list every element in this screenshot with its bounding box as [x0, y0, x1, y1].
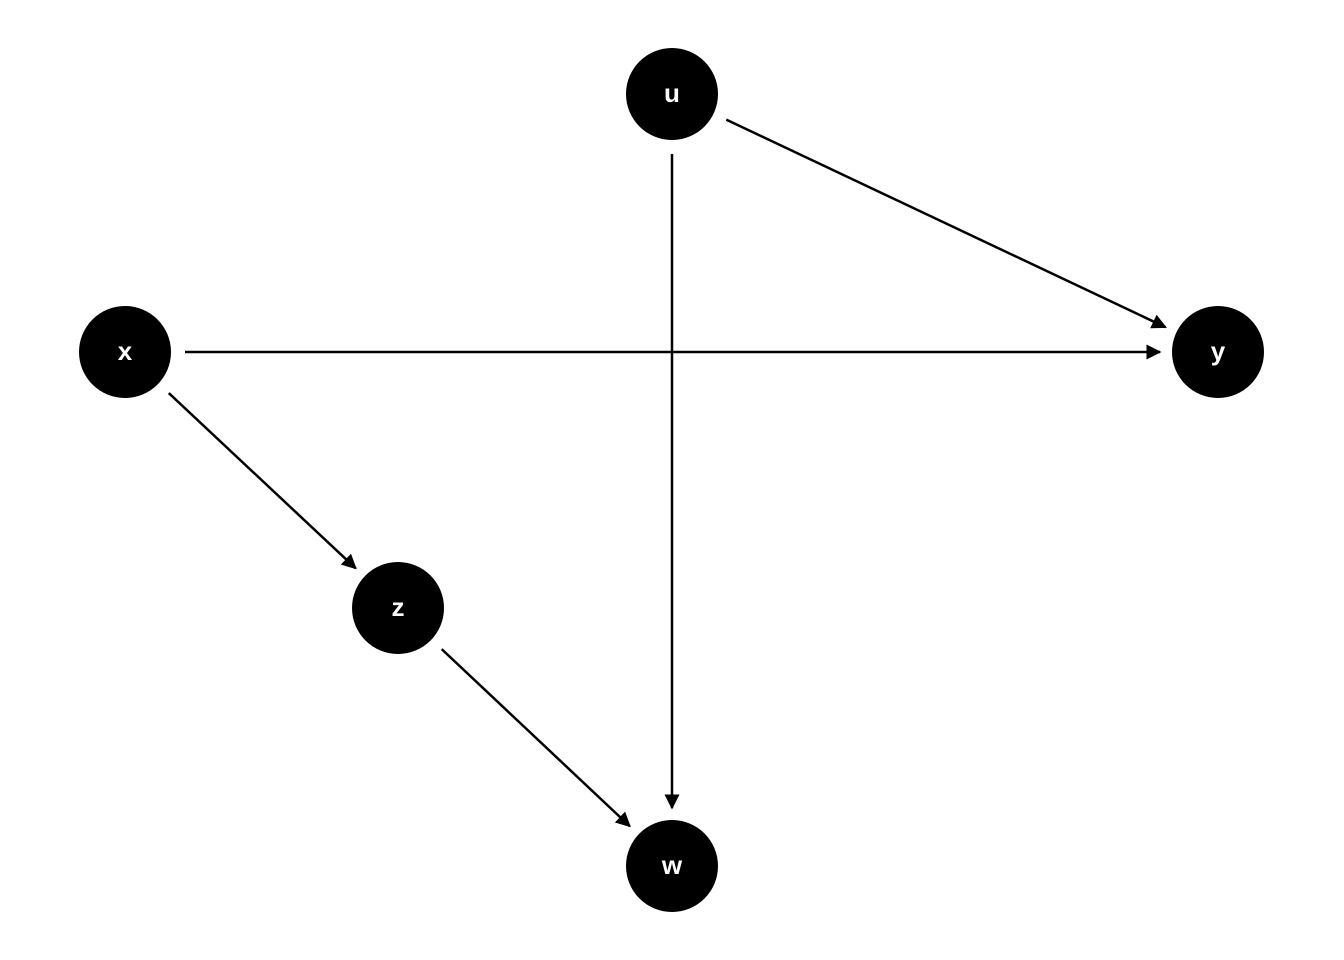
node-circle — [352, 562, 444, 654]
node-label: y — [1211, 336, 1226, 366]
node-x: x — [79, 306, 171, 398]
node-circle — [626, 48, 718, 140]
node-circle — [626, 820, 718, 912]
edge-u-to-y — [725, 118, 1167, 329]
node-label: w — [661, 850, 683, 880]
node-circle — [1172, 306, 1264, 398]
node-z: z — [352, 562, 444, 654]
edges — [167, 118, 1167, 828]
node-u: u — [626, 48, 718, 140]
node-label: z — [392, 592, 405, 622]
node-circle — [79, 306, 171, 398]
edge-z-to-w — [440, 648, 631, 828]
node-label: x — [118, 336, 133, 366]
node-label: u — [664, 78, 680, 108]
nodes: u x y z w — [79, 48, 1264, 912]
node-w: w — [626, 820, 718, 912]
edge-x-to-z — [167, 392, 357, 570]
node-y: y — [1172, 306, 1264, 398]
